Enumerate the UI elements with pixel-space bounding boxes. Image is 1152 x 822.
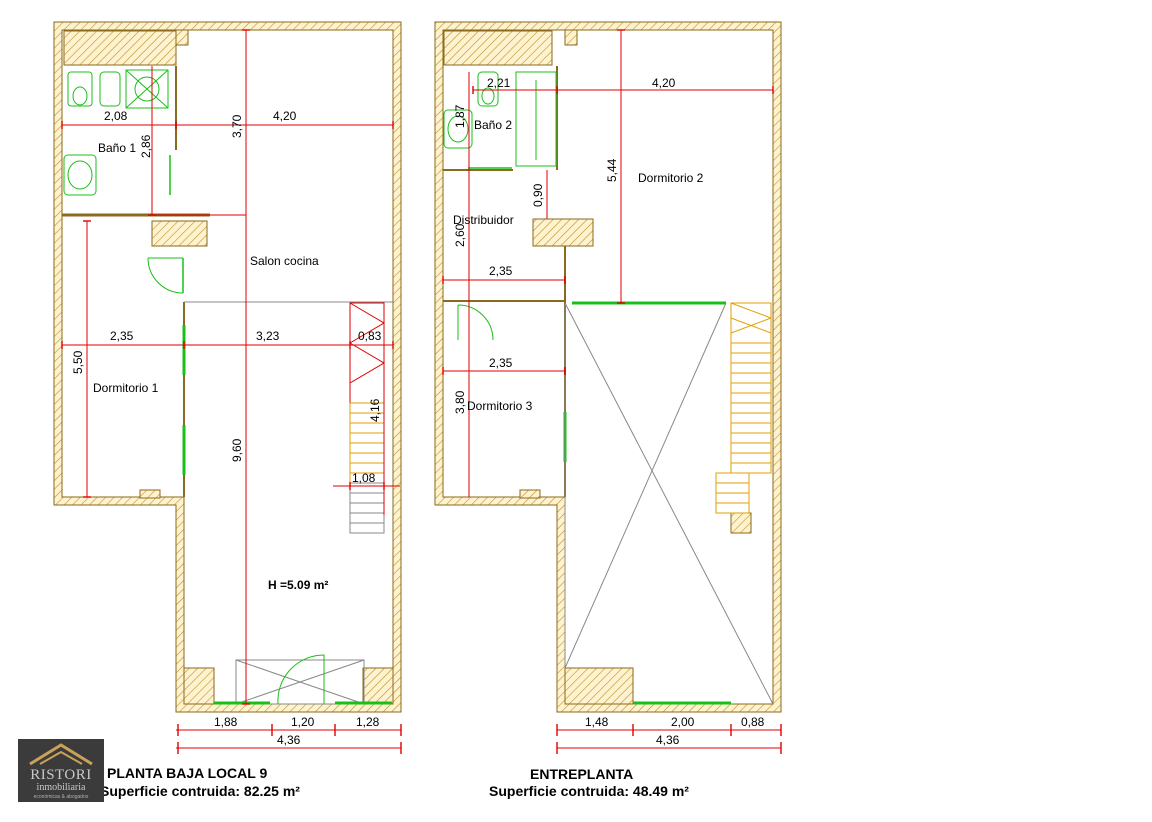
bedroom3-door-icon: [457, 304, 494, 341]
dim-mezz-2-21: 2,21: [487, 76, 511, 90]
mezz-column-left: [564, 667, 634, 705]
mezz-bath-fixtures: [443, 71, 557, 169]
shower-tray-icon: [515, 71, 557, 167]
dim-ground-2-35: 2,35: [110, 329, 134, 343]
mezzanine-plan: 2,21 4,20 1,87 5,44 0,90 2,60 2,35 2,35 …: [434, 21, 782, 754]
room-dormitorio-3: Dormitorio 3: [467, 399, 533, 413]
ground-column-right: [362, 667, 394, 705]
dim-ground-1-28: 1,28: [356, 715, 380, 729]
ground-column-left: [183, 667, 215, 705]
bidet-icon: [99, 71, 121, 107]
dim-ground-2-08: 2,08: [104, 109, 128, 123]
sink-icon: [443, 109, 473, 149]
ground-entrance: [214, 654, 392, 705]
ground-dimensions: [61, 29, 402, 754]
dim-ground-0-83: 0,83: [358, 329, 382, 343]
dim-mezz-2-35-a: 2,35: [489, 264, 513, 278]
ceiling-height-label: H =5.09 m²: [268, 578, 328, 592]
dim-ground-4-36: 4,36: [277, 733, 301, 747]
ground-wall-stub: [139, 489, 161, 499]
dim-ground-1-88: 1,88: [214, 715, 238, 729]
dim-mezz-4-20: 4,20: [652, 76, 676, 90]
dim-mezz-0-88: 0,88: [741, 715, 765, 729]
ground-bath-fixtures: [63, 69, 171, 196]
dim-ground-1-08: 1,08: [352, 471, 376, 485]
shower-icon: [125, 69, 169, 109]
toilet-icon: [67, 71, 93, 107]
dim-ground-4-16: 4,16: [368, 398, 382, 422]
dim-mezz-1-87: 1,87: [453, 104, 467, 128]
ground-cabinet: [63, 30, 177, 66]
mezz-void-over-living: [564, 302, 774, 705]
mezzanine-plan-title: ENTREPLANTA: [530, 766, 633, 782]
room-bath-2: Baño 2: [474, 118, 512, 132]
dim-ground-3-23: 3,23: [256, 329, 280, 343]
dim-ground-2-86: 2,86: [139, 134, 153, 158]
ground-floor-plan: 2,08 2,86 3,70 4,20 2,35 3,23 0,83 5,50 …: [53, 21, 402, 754]
toilet-icon: [477, 71, 499, 107]
dim-mezz-2-35-b: 2,35: [489, 356, 513, 370]
mezz-cabinet: [443, 30, 553, 66]
room-dormitorio-2: Dormitorio 2: [638, 171, 704, 185]
mezz-wall-notch: [564, 29, 578, 46]
dim-ground-9-60: 9,60: [230, 438, 244, 462]
mezz-column-stair: [730, 512, 752, 534]
sink-icon: [63, 154, 97, 196]
mezzanine-plan-surface: Superficie contruida: 48.49 m²: [489, 783, 689, 799]
room-salon-cocina: Salon cocina: [250, 254, 319, 268]
dim-mezz-4-36: 4,36: [656, 733, 680, 747]
ground-wall-notch: [175, 29, 189, 46]
dim-mezz-1-48: 1,48: [585, 715, 609, 729]
logo-tagline: económicas & abogados: [33, 794, 89, 800]
ground-plan-surface: Superficie contruida: 82.25 m²: [100, 783, 300, 799]
mezz-dimensions: [442, 29, 782, 754]
mezz-column: [532, 218, 594, 247]
dim-ground-5-50: 5,50: [71, 350, 85, 374]
dim-mezz-2-60: 2,60: [453, 223, 467, 247]
dim-ground-1-20: 1,20: [291, 715, 315, 729]
dim-ground-3-70: 3,70: [230, 114, 244, 138]
ground-plan-title: PLANTA BAJA LOCAL 9: [107, 765, 267, 781]
room-bath-1: Baño 1: [98, 141, 136, 155]
dim-mezz-0-90: 0,90: [531, 183, 545, 207]
mezz-wall-stub: [519, 489, 541, 499]
room-distribuidor: Distribuidor: [453, 213, 514, 227]
logo-subtitle: inmobiliaria: [36, 782, 86, 793]
dim-mezz-3-80: 3,80: [453, 390, 467, 414]
logo-name: RISTORI: [30, 767, 92, 783]
dim-mezz-5-44: 5,44: [605, 158, 619, 182]
dim-mezz-2-00: 2,00: [671, 715, 695, 729]
bedroom1-door-icon: [147, 257, 184, 294]
ground-column: [151, 220, 208, 247]
dim-ground-4-20: 4,20: [273, 109, 297, 123]
room-dormitorio-1: Dormitorio 1: [93, 381, 159, 395]
mezz-staircase: [715, 302, 772, 514]
house-roof-icon: [29, 743, 93, 766]
company-logo: RISTORI inmobiliaria económicas & abogad…: [18, 739, 104, 802]
